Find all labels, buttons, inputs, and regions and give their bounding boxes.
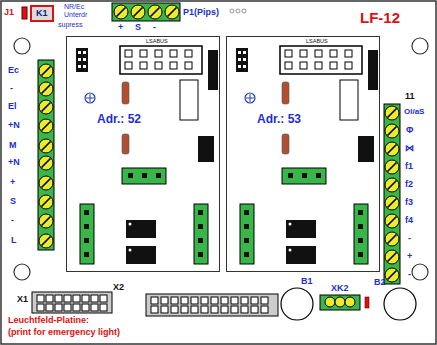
signal-name: - [11, 215, 14, 225]
node-text: K1 [36, 8, 48, 18]
pin-name: - [153, 22, 156, 32]
jumper-j1 [22, 7, 27, 19]
signal-name: - [408, 269, 411, 279]
note-text: Unterdr [64, 11, 87, 19]
signal-name: f3 [405, 197, 413, 207]
bus-name: LSABUS [145, 38, 169, 44]
board-name: LF-12 [360, 9, 400, 26]
signal-name: - [10, 83, 13, 93]
signal-name: El [8, 101, 17, 111]
signal-name: ⋈ [405, 143, 414, 153]
signal-name: + [407, 251, 412, 261]
signal-name: f2 [405, 179, 413, 189]
part-name: B1 [301, 276, 313, 286]
module-board: Adr.: 52 [66, 36, 220, 272]
signal-name: - [408, 233, 411, 243]
connector-x2 [146, 294, 278, 316]
via-dots [230, 9, 246, 13]
module-board: Adr.: 53 [226, 36, 380, 272]
part-name: P1(Pips) [183, 7, 219, 17]
terminal-left [38, 60, 54, 250]
signal-name: +N [8, 157, 20, 167]
signal-name: M [9, 140, 17, 150]
module-parts [76, 46, 218, 264]
module-parts [236, 46, 378, 264]
signal-name: + [10, 177, 15, 187]
signal-name: Ol/aS [404, 107, 424, 116]
pin-name: + [118, 22, 123, 32]
part-name: X2 [113, 282, 124, 292]
signal-name: f1 [405, 161, 413, 171]
note-text: NR/Ec [64, 3, 84, 11]
note-text: Leuchtfeld-Platine: [8, 315, 89, 325]
bus-name: LSABUS [305, 38, 329, 44]
resistor-symbol [365, 297, 369, 308]
note-text: (print for emergency light) [8, 327, 120, 337]
node-text: Adr.: 52 [97, 113, 141, 127]
terminal-right [384, 104, 400, 284]
signal-name: +N [8, 120, 20, 130]
node-text: Adr.: 53 [257, 113, 301, 127]
mounting-holes [14, 38, 428, 280]
connector-x1 [32, 292, 112, 313]
buzzer-b2 [384, 288, 416, 320]
signal-name: f4 [405, 215, 413, 225]
part-name: XK2 [331, 283, 349, 293]
signal-name: Ec [8, 65, 19, 75]
terminal-xk2 [320, 295, 360, 310]
signal-name: S [10, 196, 16, 206]
relay-box: K1 [30, 5, 54, 22]
buzzer-b1 [281, 288, 313, 320]
signal-name: L [11, 235, 17, 245]
signal-name: Φ [406, 125, 413, 135]
part-name: B2 [374, 277, 386, 287]
pin-name: S [135, 22, 141, 32]
pin-number: 11 [405, 91, 415, 101]
terminal-p1 [112, 3, 180, 21]
jumper-name: J1 [4, 7, 14, 17]
part-name: X1 [17, 294, 28, 304]
note-text: supress [58, 21, 83, 29]
